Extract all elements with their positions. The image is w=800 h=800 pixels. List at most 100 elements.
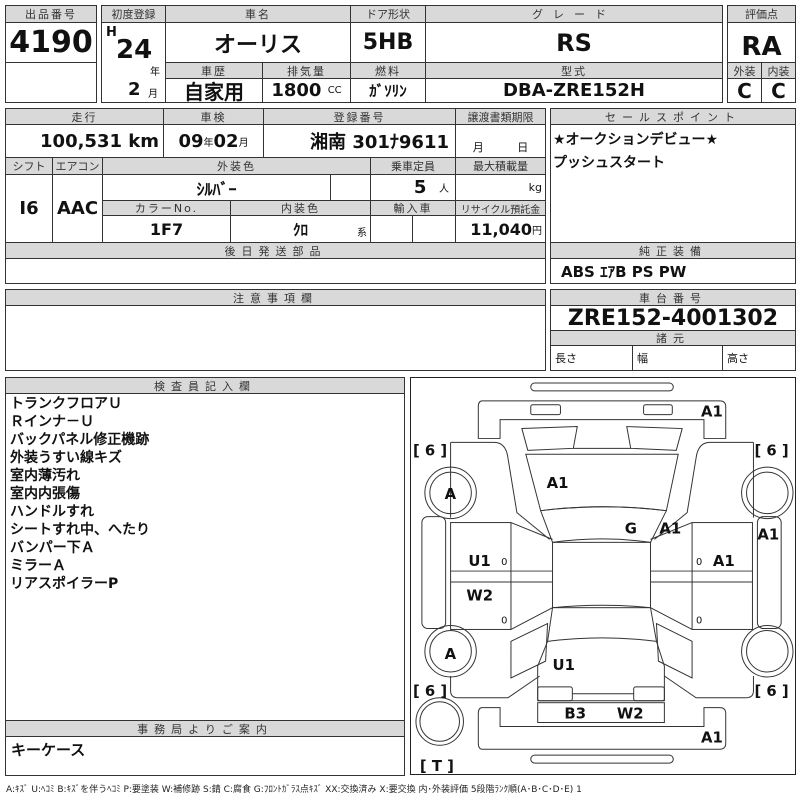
specs-label: 諸元 [550,330,796,346]
int-color-unit: 系 [357,228,367,239]
lot-label: 出品番号 [5,5,97,23]
plate-label: 登録番号 [263,108,456,125]
spec-width: 幅 [632,345,723,371]
inspection-year-unit: 年 [203,137,214,149]
grade: RS [425,22,723,63]
sales-point-line: プッシュスタート [553,155,665,171]
mark-back-panel-2: W2 [617,706,644,723]
era: H [106,25,117,40]
history-label: 車歴 [165,62,263,79]
displacement-unit: CC [327,85,342,96]
ext-score-label: 外装 [727,62,762,79]
mark-hood: A1 [547,475,569,492]
door-label: ドア形状 [350,5,426,23]
history: 自家用 [165,78,263,103]
first-reg-month: 2 [128,79,141,100]
model-code: DBA-ZRE152H [425,78,723,103]
transfer-label: 譲渡書類期限 [455,108,546,125]
transfer-deadline: 月日 [455,124,546,158]
car-name-label: 車名 [165,5,351,23]
legend: A:ｷｽﾞ U:ﾍｺﾐ B:ｷｽﾞを伴うﾍｺﾐ P:要塗装 W:補修跡 S:錆 … [6,785,582,795]
first-reg-year: 24 [116,35,153,65]
office-note: キーケース [5,736,405,776]
car-name: オーリス [165,22,351,63]
plate-number: 湘南 301ﾅ9611 [263,124,456,158]
inspector-line: 外装うすい線キズ [10,450,122,466]
mark-front-bumper: A1 [701,404,723,421]
mileage-label: 走行 [5,108,164,125]
mark-tire-rr: [ 6 ] [754,683,788,700]
ext-color-blank [330,174,371,201]
month-unit: 月 [148,89,158,100]
mark-trunk: U1 [553,657,575,674]
inspector-line: リアスポイラーP [10,576,119,592]
lot-number: 4190 [5,22,97,63]
inspection-label: 車検 [163,108,264,125]
shift: I6 [5,174,53,243]
ac: AAC [52,174,103,243]
transfer-day: 日 [517,141,529,154]
int-score: C [761,78,796,103]
model-label: 型式 [425,62,723,79]
capacity-label: 乗車定員 [370,157,456,175]
displacement-value: 1800 [271,80,322,101]
ac-label: エアコン [52,157,103,175]
transfer-month: 月 [472,141,484,154]
capacity-value: 5 [413,177,427,198]
mark-spare-tire: [ T ] [420,758,454,775]
mark-door-rl: W2 [466,588,493,605]
capacity: 5 人 [370,174,456,201]
door-count: 0 [696,616,702,627]
door-count: 0 [501,557,507,568]
ext-score: C [727,78,762,103]
spec-height: 高さ [722,345,796,371]
later-parts-body [5,258,546,284]
score-label: 評価点 [727,5,796,23]
int-color: ｸﾛ 系 [230,215,371,243]
mark-tire-fl: [ 6 ] [413,442,447,459]
import-label: 輸入車 [370,200,456,216]
displacement: 1800 CC [262,78,351,103]
mark-wheel-rl: A [445,646,457,663]
mark-windshield: G [625,520,637,537]
first-reg-label: 初度登録 [101,5,166,23]
max-load-unit: kg [455,174,546,201]
later-parts-label: 後日発送部品 [5,242,546,259]
car-outline [421,382,782,764]
equipment-label: 純正装備 [550,242,796,259]
inspector-line: バックパネル修正機跡 [10,432,150,448]
lot-blank [5,62,97,103]
import-cell-1 [370,215,413,243]
mark-back-panel: B3 [564,706,586,723]
inspector-line: トランクフロアＵ [10,396,122,412]
int-score-label: 内装 [761,62,796,79]
inspection-month: 02 [213,130,239,152]
overall-score: RA [727,22,796,63]
import-cell-2 [412,215,456,243]
recycle-label: リサイクル預託金 [455,200,546,216]
sales-points: ★オークションデビュー★ プッシュスタート [550,124,796,243]
notes-body [5,305,546,371]
first-reg: H 24 年 2 月 [101,22,166,103]
mark-tire-rl: [ 6 ] [413,683,447,700]
office-label: 事務局よりご案内 [5,720,405,737]
inspector-line: シートすれ中、へたり [10,522,150,538]
int-color-label: 内装色 [230,200,371,216]
inspector-line: 室内内張傷 [10,486,80,502]
spec-length: 長さ [550,345,633,371]
door-count: 0 [501,616,507,627]
int-color-value: ｸﾛ [292,220,308,239]
recycle-unit: 円 [532,225,542,237]
inspector-line: ミラーＡ [10,558,66,574]
ext-color-label: 外装色 [102,157,371,175]
inspector-line: 室内薄汚れ [10,468,80,484]
max-load-label: 最大積載量 [455,157,546,175]
year-unit: 年 [150,67,160,78]
mark-sill-right: A1 [757,526,779,543]
sales-points-label: セールスポイント [550,108,796,125]
fuel-label: 燃料 [350,62,426,79]
mark-door-fl: U1 [468,553,490,570]
mark-door-fr: A1 [713,553,735,570]
door-type: 5HB [350,22,426,63]
